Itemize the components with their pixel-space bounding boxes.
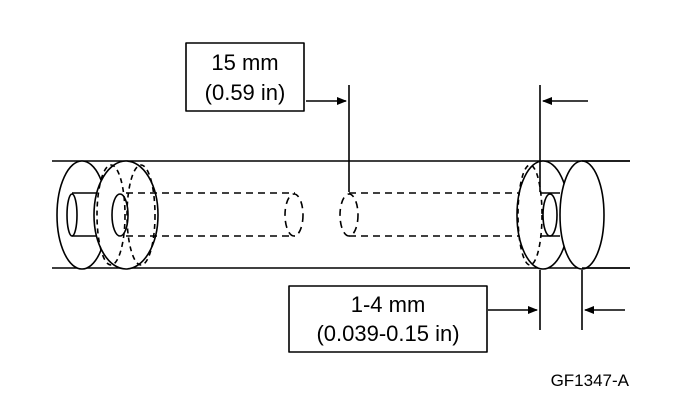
right-tube-end xyxy=(559,160,630,270)
dimension-15mm xyxy=(306,85,588,192)
top-dimension-metric: 15 mm xyxy=(211,50,278,75)
bottom-dimension-metric: 1-4 mm xyxy=(351,292,426,317)
figure-code: GF1347-A xyxy=(551,371,630,390)
main-tube xyxy=(52,160,630,269)
inner-tube-hidden xyxy=(126,192,540,237)
bottom-dimension-box xyxy=(288,285,488,353)
dimension-1-4mm xyxy=(488,270,625,330)
left-clamp xyxy=(93,160,159,270)
top-dimension-imperial: (0.59 in) xyxy=(205,80,286,105)
bottom-dimension-imperial: (0.039-0.15 in) xyxy=(316,321,459,346)
top-dimension-box xyxy=(185,42,305,112)
